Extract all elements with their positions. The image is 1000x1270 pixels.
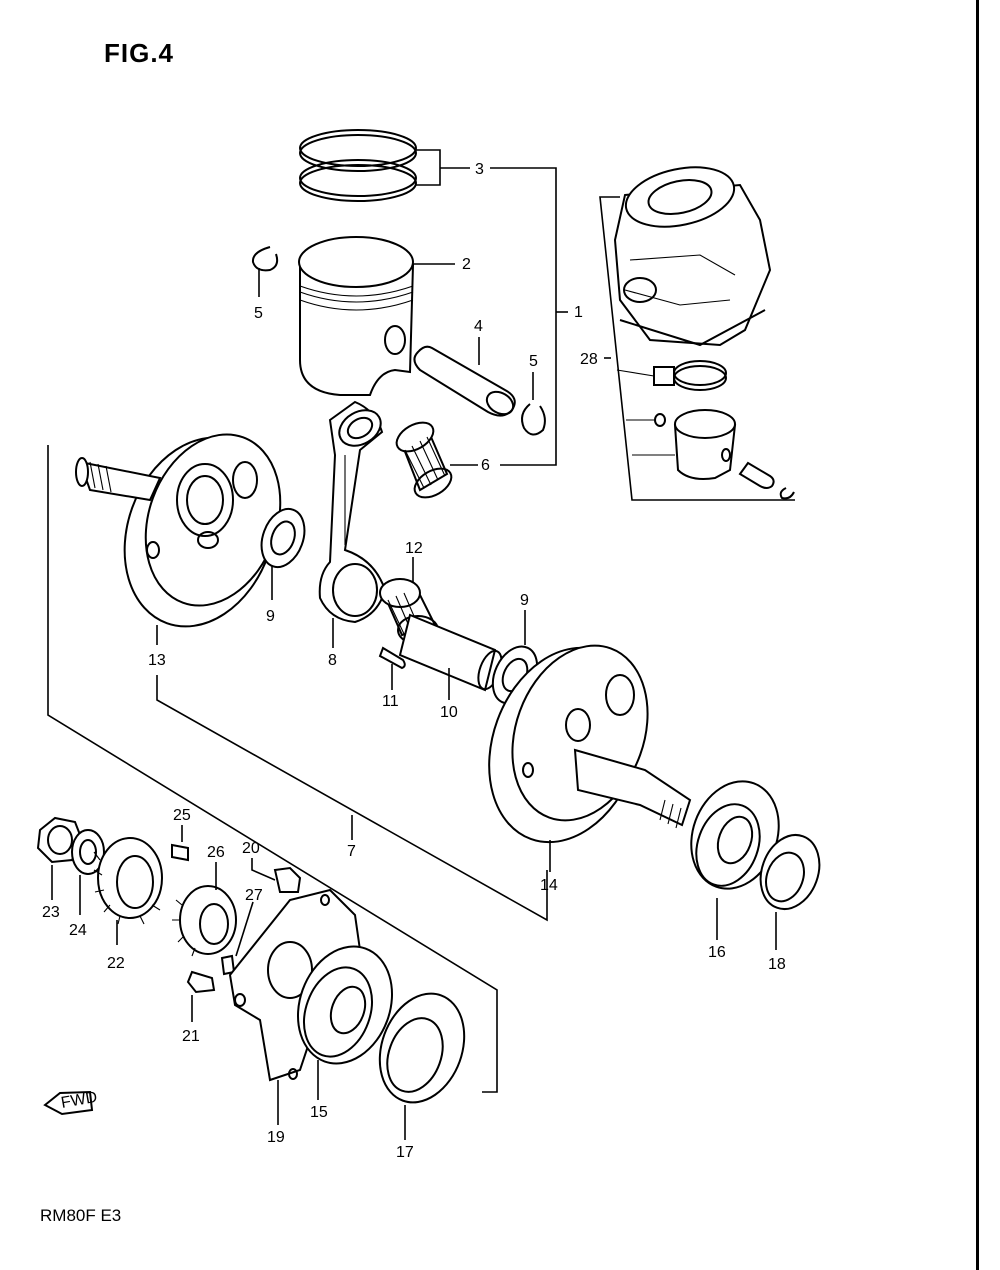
- main-bearing-right: [690, 780, 780, 890]
- callout-13: 13: [148, 652, 166, 669]
- circlip-right: [521, 403, 546, 436]
- callout-23: 23: [42, 904, 60, 921]
- callout-20: 20: [242, 840, 260, 857]
- callout-24: 24: [69, 922, 87, 939]
- woodruff-key: [171, 843, 189, 862]
- piston-rings: [299, 129, 417, 202]
- callout-28: 28: [580, 351, 598, 368]
- callout-5a: 5: [254, 305, 263, 322]
- forward-direction-arrow: FWD: [43, 1089, 99, 1116]
- callout-2: 2: [462, 256, 471, 273]
- crank-dowel-pin: [378, 646, 406, 670]
- piston-pin: [413, 345, 516, 417]
- callout-25: 25: [173, 807, 191, 824]
- small-end-bearing: [395, 421, 453, 499]
- callout-8: 8: [328, 652, 337, 669]
- callout-22: 22: [107, 955, 125, 972]
- callout-7: 7: [347, 843, 356, 860]
- callout-9a: 9: [266, 608, 275, 625]
- callout-6: 6: [481, 457, 490, 474]
- callout-14: 14: [540, 877, 558, 894]
- circlip-left: [251, 246, 279, 272]
- callout-11: 11: [382, 693, 399, 710]
- callout-26: 26: [207, 844, 225, 861]
- page-edge-rule: [976, 0, 979, 1270]
- fwd-arrow-label: FWD: [60, 1089, 99, 1112]
- callout-9b: 9: [520, 592, 529, 609]
- callout-19: 19: [267, 1129, 285, 1146]
- kick-idle-gear: [172, 885, 237, 957]
- crank-half-left: [75, 433, 282, 628]
- callout-21: 21: [182, 1028, 200, 1045]
- callout-12: 12: [405, 540, 423, 557]
- lock-washer: [71, 829, 105, 875]
- callout-3: 3: [475, 161, 484, 178]
- piston: [298, 236, 415, 396]
- callout-5b: 5: [529, 353, 538, 370]
- model-code: RM80F E3: [40, 1206, 122, 1225]
- figure-title: FIG.4: [104, 38, 175, 68]
- oil-seal-right: [759, 834, 821, 910]
- callout-16: 16: [708, 944, 726, 961]
- callout-1: 1: [574, 304, 583, 321]
- oil-seal-left: [378, 992, 466, 1104]
- callout-4: 4: [474, 318, 483, 335]
- cylinder-assembly: [613, 166, 795, 500]
- connecting-rod: [318, 400, 387, 624]
- callout-15: 15: [310, 1104, 328, 1121]
- stud-bolt: [273, 866, 302, 893]
- callout-17: 17: [396, 1144, 414, 1161]
- callout-27: 27: [245, 887, 263, 904]
- retainer-screw: [186, 970, 216, 994]
- primary-drive-gear: [93, 837, 163, 925]
- crank-pin: [398, 613, 503, 692]
- callout-18: 18: [768, 956, 786, 973]
- callout-10: 10: [440, 704, 458, 721]
- crank-half-right: [488, 644, 692, 844]
- main-bearing-left: [296, 945, 394, 1065]
